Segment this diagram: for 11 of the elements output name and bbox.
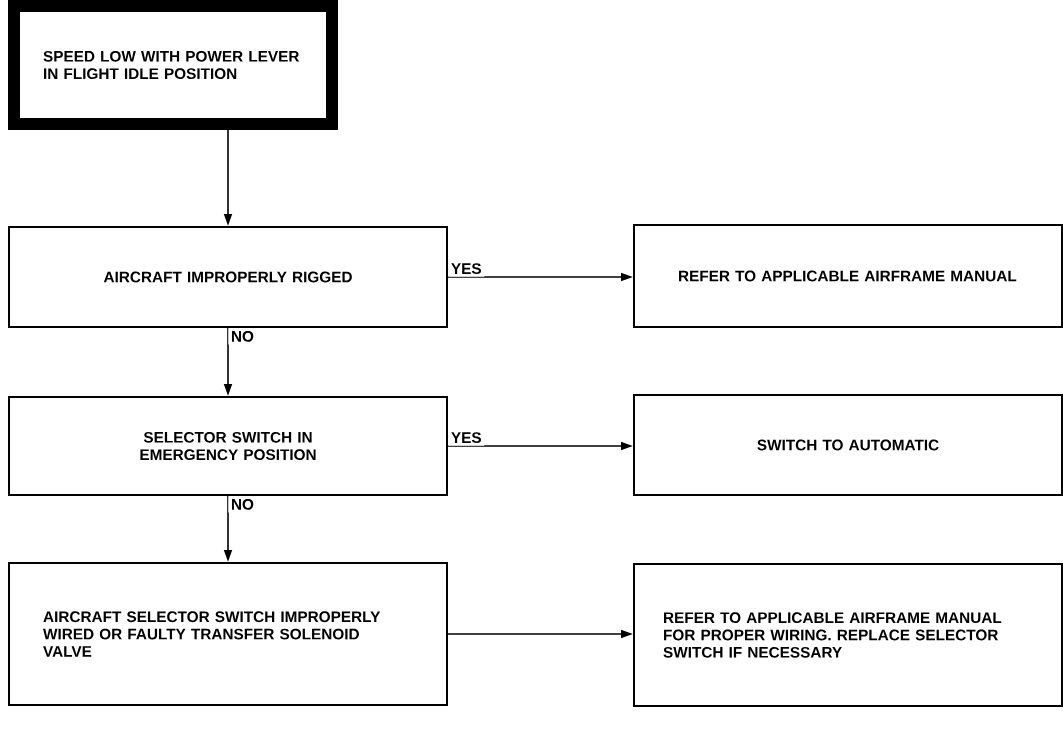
title-box: SPEED LOW WITH POWER LEVER IN FLIGHT IDLE POSITION <box>8 0 338 130</box>
process-box: SELECTOR SWITCH IN EMERGENCY POSITION <box>8 396 448 496</box>
edge-label: YES <box>448 260 485 277</box>
process-box: REFER TO APPLICABLE AIRFRAME MANUAL FOR PROPER WIRING. REPLACE SELECTOR SWITCH IF NECESSARY <box>633 563 1063 707</box>
process-box: REFER TO APPLICABLE AIRFRAME MANUAL <box>633 224 1063 328</box>
edge-label: YES <box>448 429 485 446</box>
process-box: SWITCH TO AUTOMATIC <box>633 394 1063 496</box>
edge-label: NO <box>228 496 257 513</box>
process-box: AIRCRAFT SELECTOR SWITCH IMPROPERLY WIRED OR FAULTY TRANSFER SOLENOID VALVE <box>8 562 448 706</box>
edge-label: NO <box>228 328 257 345</box>
process-box: AIRCRAFT IMPROPERLY RIGGED <box>8 226 448 328</box>
